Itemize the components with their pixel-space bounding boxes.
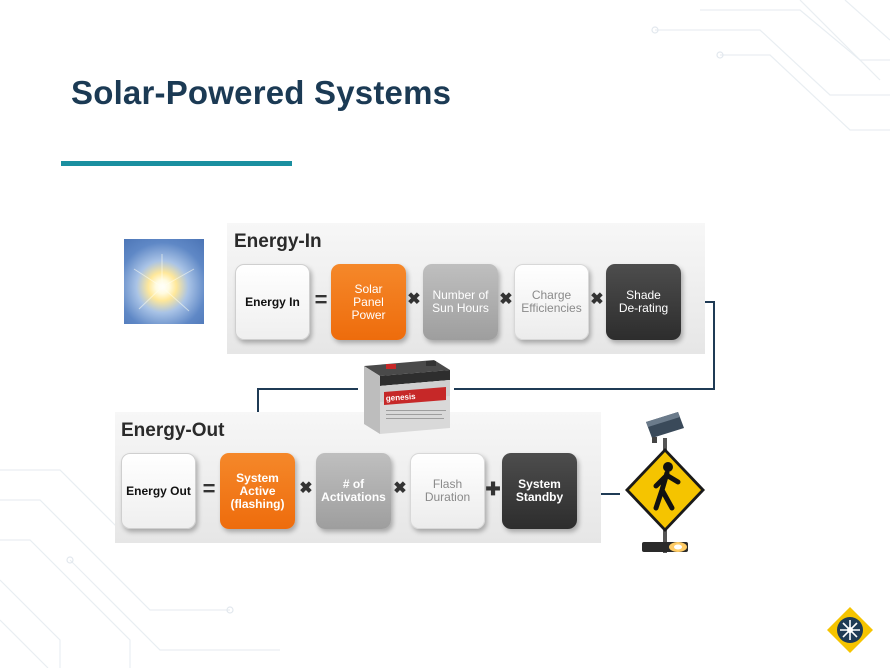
shade-de-rating-box: Shade De-rating: [606, 264, 681, 340]
battery-brand-label: genesis: [386, 392, 417, 403]
energy-in-panel: Energy-In Energy In = Solar Panel Power …: [227, 223, 705, 354]
charge-efficiencies-box: Charge Efficiencies: [514, 264, 589, 340]
multiply-operator: ✖: [407, 291, 421, 308]
sun-photo: [124, 239, 204, 324]
battery-icon: genesis: [364, 360, 450, 434]
plus-operator: ✚: [485, 479, 501, 499]
system-active-flashing-box: System Active (flashing): [220, 453, 295, 529]
multiply-operator: ✖: [590, 291, 604, 308]
energy-out-box: Energy Out: [121, 453, 196, 529]
sun-glare-icon: [133, 254, 195, 312]
number-of-sun-hours-box: Number of Sun Hours: [423, 264, 498, 340]
energy-out-panel: Energy-Out Energy Out = System Active (f…: [115, 412, 601, 543]
multiply-operator: ✖: [299, 480, 313, 497]
solar-panel-power-box: Solar Panel Power: [331, 264, 406, 340]
equals-operator: =: [314, 287, 328, 312]
company-logo-icon: [827, 607, 873, 653]
energy-in-heading: Energy-In: [234, 231, 322, 252]
equals-operator: =: [202, 476, 216, 501]
slide-title: Solar-Powered Systems: [71, 74, 452, 111]
flash-duration-box: Flash Duration: [410, 453, 485, 529]
system-standby-box: System Standby: [502, 453, 577, 529]
title-accent-bar: [61, 161, 292, 166]
energy-in-box: Energy In: [235, 264, 310, 340]
energy-out-heading: Energy-Out: [121, 420, 225, 441]
number-of-activations-box: # of Activations: [316, 453, 391, 529]
multiply-operator: ✖: [499, 291, 513, 308]
multiply-operator: ✖: [393, 480, 407, 497]
pedestrian-sign-icon: [625, 412, 705, 553]
